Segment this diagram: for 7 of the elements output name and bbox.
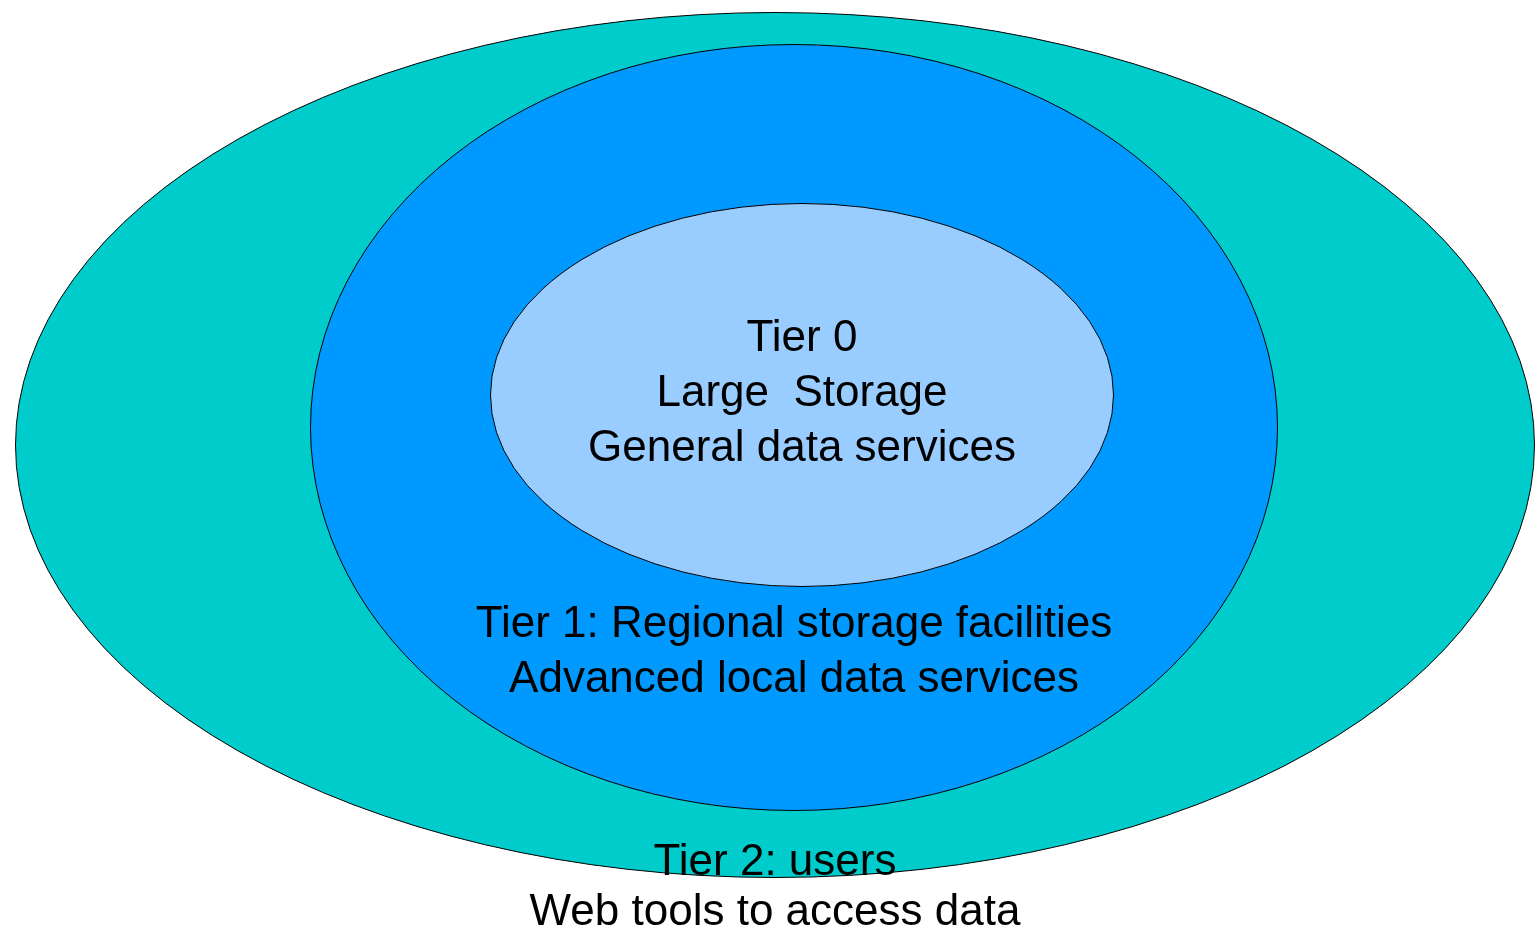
- tier-label: Tier 1: Regional storage facilities: [475, 596, 1113, 648]
- tier-label: Large Storage: [656, 365, 948, 417]
- tier-label: General data services: [588, 420, 1016, 472]
- tier-label: Web tools to access data: [529, 885, 1021, 935]
- tier-label: Advanced local data services: [509, 651, 1079, 703]
- tier-label: Tier 2: users: [653, 835, 897, 885]
- tier-label: Tier 0: [746, 310, 858, 362]
